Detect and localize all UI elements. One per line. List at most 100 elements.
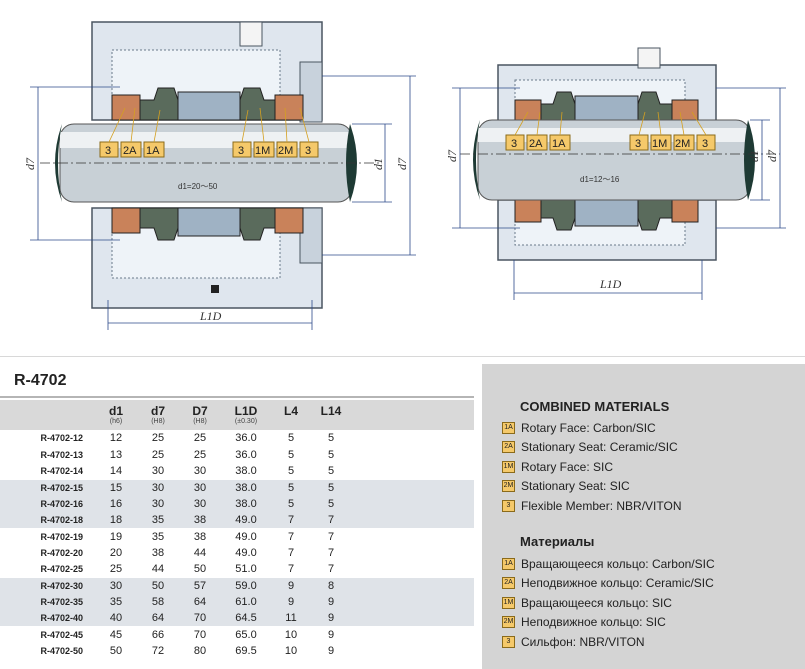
value-cell: 44 <box>193 546 207 559</box>
value-cell: 36.0 <box>235 432 257 445</box>
value-cell: 80 <box>193 645 207 658</box>
badge-group-left: 3 2A 1A <box>505 134 571 151</box>
dim-d7-left: d7 <box>23 157 37 170</box>
material-code-badge: 1A <box>502 557 515 570</box>
value-cell: 10 <box>271 626 311 644</box>
shaft-end-left <box>473 120 480 200</box>
badge-label: 1A <box>552 138 566 150</box>
value-cell: 35 <box>109 596 123 609</box>
value-cell: 30 <box>137 478 179 496</box>
value-cell: 72 <box>151 645 165 658</box>
material-code-badge: 3 <box>502 635 515 648</box>
value-cell: 9 <box>327 645 335 658</box>
badge-label: 3 <box>238 145 244 157</box>
value-cell: 25 <box>193 448 207 461</box>
value-cell: 7 <box>287 546 295 559</box>
model-cell: R-4702-15 <box>0 478 95 496</box>
value-cell: 12 <box>109 432 123 445</box>
filler-cell <box>351 430 474 446</box>
stationary-seat-left-bottom <box>111 207 141 234</box>
seal-drawing-small: d1=12～16 3 2A 1A 3 1M 2M 3 d7 d1 d7 L1D <box>445 47 786 300</box>
material-text: Rotary Face: Carbon/SIC <box>521 420 656 435</box>
value-cell: 70 <box>179 626 221 644</box>
value-cell: 5 <box>287 432 295 445</box>
material-item: 2A Stationary Seat: Ceramic/SIC <box>502 438 681 458</box>
model-cell: R-4702-35 <box>40 597 83 608</box>
section-divider <box>0 356 805 357</box>
value-cell: 65.0 <box>221 626 271 644</box>
title-rule <box>0 396 474 398</box>
value-cell: 5 <box>287 448 295 461</box>
dim-d7-left: d7 <box>445 149 459 162</box>
model-cell: R-4702-45 <box>0 626 95 644</box>
vent-port <box>637 47 661 69</box>
header-l14: L14 <box>320 404 342 418</box>
model-cell: R-4702-25 <box>40 564 83 575</box>
material-code-badge: 2A <box>502 441 515 454</box>
badge-label: 2M <box>278 145 293 157</box>
shaft-end-left <box>55 124 62 202</box>
value-cell: 49.0 <box>235 513 257 526</box>
leader-lines <box>514 111 707 136</box>
material-code-badge: 2M <box>502 480 515 493</box>
value-cell: 5 <box>311 478 351 496</box>
value-cell: 64 <box>193 596 207 609</box>
filler-cell <box>351 463 474 479</box>
value-cell: 44 <box>151 563 165 576</box>
value-cell: 19 <box>95 527 137 545</box>
header-D7: D7(H8) <box>192 404 208 425</box>
model-cell: R-4702-12 <box>40 433 83 444</box>
value-cell: 7 <box>287 563 295 576</box>
value-cell: 38 <box>193 513 207 526</box>
filler-cell <box>351 512 474 528</box>
filler-cell <box>351 626 474 644</box>
material-text: Сильфон: NBR/VITON <box>521 634 645 649</box>
badge-label: 2M <box>675 138 690 150</box>
value-cell: 7 <box>327 563 335 576</box>
value-cell: 5 <box>327 497 335 510</box>
stationary-seat-left-top <box>111 94 141 121</box>
value-cell: 38 <box>179 527 221 545</box>
vent-port <box>239 21 263 47</box>
value-cell: 40 <box>109 612 123 625</box>
model-cell: R-4702-13 <box>40 449 83 460</box>
badge-label: 3 <box>702 138 708 150</box>
filler-cell <box>351 446 474 462</box>
material-code-badge: 1M <box>502 460 515 473</box>
value-cell: 9 <box>327 612 335 625</box>
value-cell: 18 <box>109 513 123 526</box>
model-cell: R-4702-18 <box>40 514 83 525</box>
value-cell: 38.0 <box>235 464 257 477</box>
material-code-badge: 2M <box>502 616 515 629</box>
material-text: Flexible Member: NBR/VITON <box>521 498 682 513</box>
table-header-row: d1(h6) d7(H8) D7(H8) L1D(±0.30) L4 L14 <box>0 400 474 430</box>
model-cell: R-4702-30 <box>0 577 95 594</box>
value-cell: 5 <box>327 432 335 445</box>
filler-cell <box>351 643 474 659</box>
badge-group-right: 3 1M 2M 3 <box>232 141 319 158</box>
housing-flange-right <box>299 61 323 123</box>
value-cell: 5 <box>271 478 311 496</box>
material-text: Stationary Seat: SIC <box>521 479 630 494</box>
value-cell: 14 <box>109 464 123 477</box>
material-text: Stationary Seat: Ceramic/SIC <box>521 440 678 455</box>
stationary-seat-right-top <box>274 94 304 121</box>
material-code-badge: 1M <box>502 596 515 609</box>
stationary-seat-right-top <box>671 99 699 123</box>
materials-panel: COMBINED MATERIALS 1A Rotary Face: Carbon… <box>482 364 805 669</box>
value-cell: 50 <box>109 645 123 658</box>
materials-heading-en: COMBINED MATERIALS <box>520 399 670 414</box>
value-cell: 10 <box>284 645 298 658</box>
material-code-badge: 3 <box>502 499 515 512</box>
value-cell: 11 <box>285 612 297 625</box>
